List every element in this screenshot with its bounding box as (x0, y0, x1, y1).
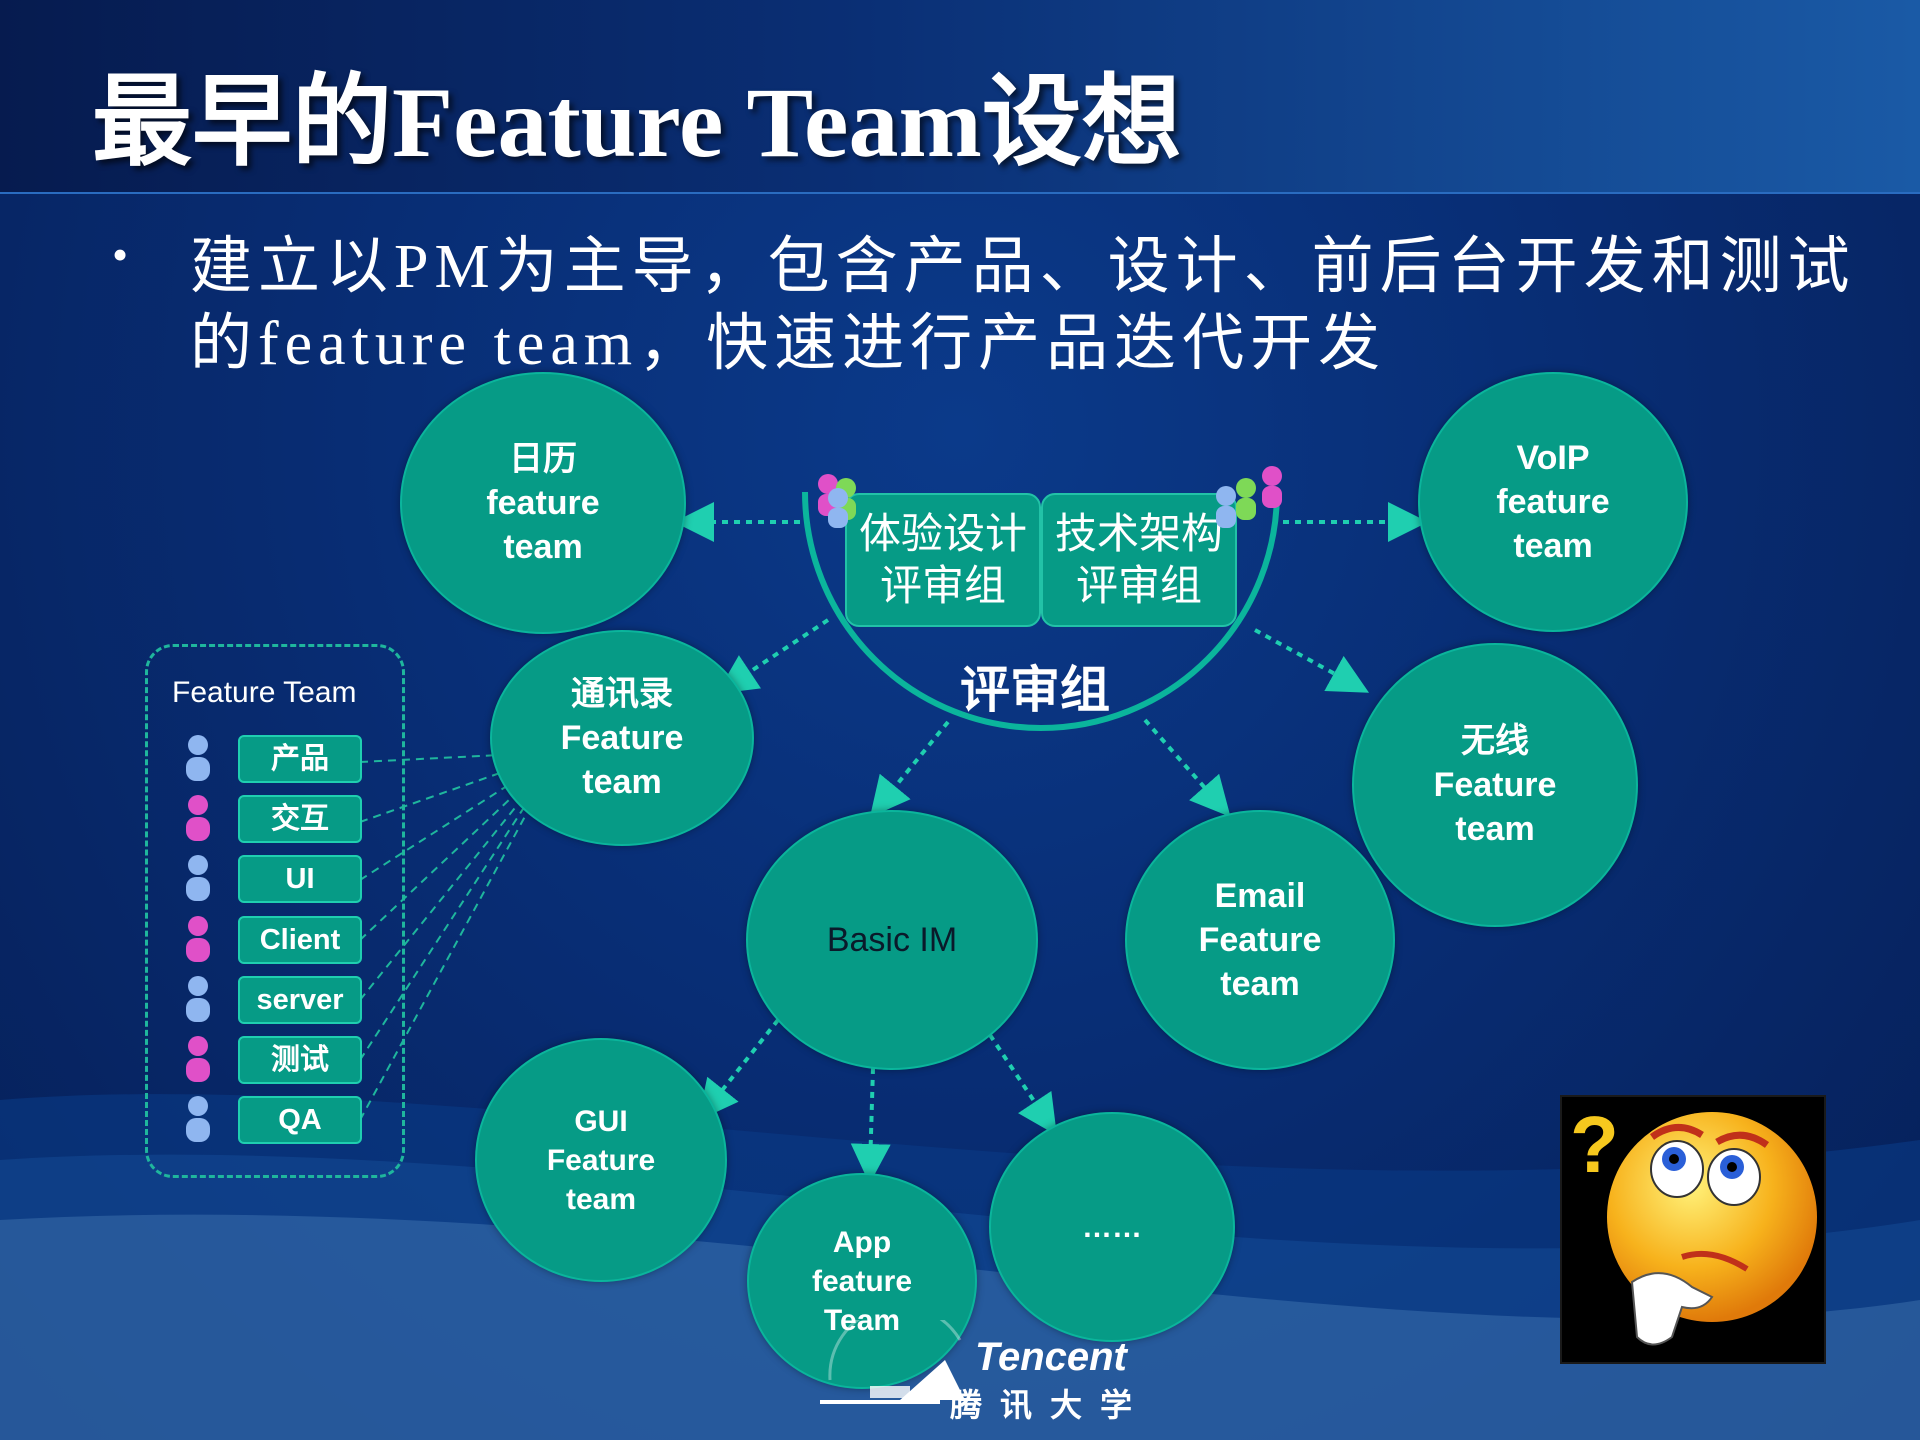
role-client: Client (238, 916, 362, 964)
bullet-text-line-2: 的feature team，快速进行产品迭代开发 (190, 310, 1387, 378)
team-wireless: 无线 Feature team (1352, 643, 1638, 927)
team-basic-im: Basic IM (746, 810, 1038, 1070)
slide-title: 最早的Feature Team设想 (92, 67, 1182, 178)
tencent-university-text: 腾讯大学 (950, 1386, 1151, 1424)
team-email: Email Feature team (1125, 810, 1395, 1070)
role-test: 测试 (238, 1036, 362, 1084)
person-icon-blue (186, 735, 210, 781)
people-icon-right (1216, 466, 1282, 528)
role-qa: QA (238, 1096, 362, 1144)
svg-text:?: ? (1570, 1100, 1619, 1189)
thinking-face-image: ? (1560, 1095, 1826, 1364)
team-contacts: 通讯录 Feature team (490, 630, 754, 846)
arch-review-box: 技术架构 评审组 (1041, 493, 1237, 627)
person-icon-pink (186, 916, 210, 962)
person-icon-pink (186, 1036, 210, 1082)
arrow-to-contacts (716, 618, 830, 694)
team-voip: VoIP feature team (1418, 372, 1688, 632)
team-app: App feature Team (747, 1173, 977, 1389)
person-icon-blue (186, 976, 210, 1022)
feature-team-title: Feature Team (172, 676, 357, 709)
role-server: server (238, 976, 362, 1024)
people-icon-left (818, 474, 856, 528)
bullet-icon: • (112, 229, 129, 280)
role-ui: UI (238, 855, 362, 903)
feature-team-panel (145, 644, 405, 1178)
title-bar: 最早的Feature Team设想 (0, 0, 1920, 194)
design-review-box: 体验设计 评审组 (845, 493, 1041, 627)
arrow-to-email (1143, 718, 1231, 817)
tencent-brand-text: Tencent (975, 1335, 1127, 1379)
team-calendar: 日历 feature team (400, 372, 686, 634)
person-icon-blue (186, 1096, 210, 1142)
thinking-face-icon: ? (1570, 1100, 1817, 1346)
bullet-text-line-1: 建立以PM为主导，包含产品、设计、前后台开发和测试 (190, 233, 1856, 301)
role-product: 产品 (238, 735, 362, 783)
arrow-to-basic-im (869, 720, 950, 818)
review-group-label: 评审组 (960, 661, 1110, 719)
person-icon-pink (186, 795, 210, 841)
role-interaction: 交互 (238, 795, 362, 843)
team-gui: GUI Feature team (475, 1038, 727, 1282)
tencent-university-logo (820, 1320, 965, 1404)
arrow-to-wireless (1254, 628, 1370, 693)
team-more: …… (989, 1112, 1235, 1342)
person-icon-blue (186, 855, 210, 901)
